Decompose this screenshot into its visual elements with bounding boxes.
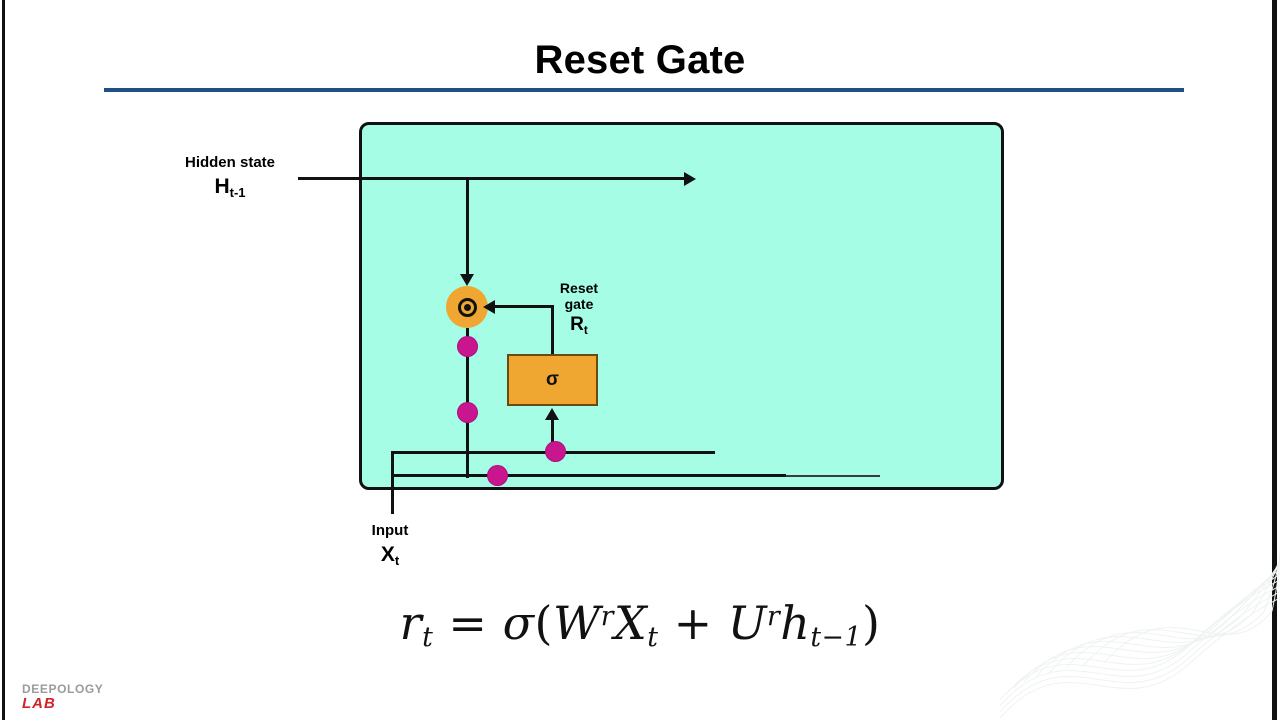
formula-plus: + xyxy=(673,596,713,650)
right-edge-bar xyxy=(1272,0,1277,720)
formula-open-paren: ( xyxy=(534,596,553,650)
left-edge-bar xyxy=(2,0,5,720)
multiply-symbol-ring xyxy=(457,297,477,317)
hidden-state-branch-wire xyxy=(466,177,469,277)
junction-dot-lower xyxy=(457,402,478,423)
elementwise-multiply-node xyxy=(446,286,488,328)
bottom-rail-lower xyxy=(391,474,786,477)
hidden-state-branch-arrow-head xyxy=(460,274,474,286)
hidden-state-caption: Hidden state xyxy=(184,154,275,171)
junction-dot-upper xyxy=(457,336,478,357)
reset-gate-caption-line1: Reset xyxy=(559,280,599,296)
bottom-rail-connector xyxy=(391,451,394,477)
reset-gate-symbol: Rt xyxy=(570,314,588,337)
sigmoid-activation-box: σ xyxy=(507,354,598,406)
formula-equals: = xyxy=(448,596,488,650)
rail-dot-input-branch xyxy=(487,465,508,486)
input-label: Input Xt xyxy=(330,522,450,568)
reset-gate-formula: rt = σ(WrXt + Urht−1) xyxy=(0,596,1280,653)
title-divider xyxy=(104,88,1184,92)
bottom-rail-lower-extension xyxy=(786,475,880,477)
input-symbol: Xt xyxy=(380,542,400,568)
reset-gate-vertical-wire xyxy=(551,305,554,355)
reset-gate-label: Reset gate Rt xyxy=(543,280,615,337)
watermark-line-1: DEEPOLOGY xyxy=(22,682,104,696)
input-caption: Input xyxy=(371,522,409,539)
sigmoid-label: σ xyxy=(546,369,559,390)
watermark-logo: DEEPOLOGY LAB xyxy=(22,683,103,711)
reset-gate-arrow-head xyxy=(483,300,495,314)
formula-close-paren: ) xyxy=(861,596,881,650)
hidden-state-symbol: Ht-1 xyxy=(214,174,246,200)
watermark-line-2: LAB xyxy=(22,695,56,712)
sigma-input-arrow-head xyxy=(545,408,559,420)
formula-w: Wr xyxy=(552,596,614,650)
reset-gate-horizontal-wire xyxy=(492,305,554,308)
input-wire xyxy=(391,474,394,514)
hidden-state-wire xyxy=(298,177,690,180)
rail-dot-sigma-input xyxy=(545,441,566,462)
reset-gate-caption-line2: gate xyxy=(564,295,594,312)
multiply-symbol-dot xyxy=(463,303,471,311)
page-title: Reset Gate xyxy=(534,38,746,82)
formula-x: Xt xyxy=(613,596,659,653)
formula-sigma: σ xyxy=(502,596,535,650)
hidden-state-label: Hidden state Ht-1 xyxy=(150,154,310,200)
hidden-state-arrow-head xyxy=(684,172,696,186)
formula-h: ht−1 xyxy=(780,596,862,653)
formula-u: Ur xyxy=(727,596,781,650)
formula-lhs: rt xyxy=(399,596,434,653)
sigma-input-wire xyxy=(551,418,554,454)
